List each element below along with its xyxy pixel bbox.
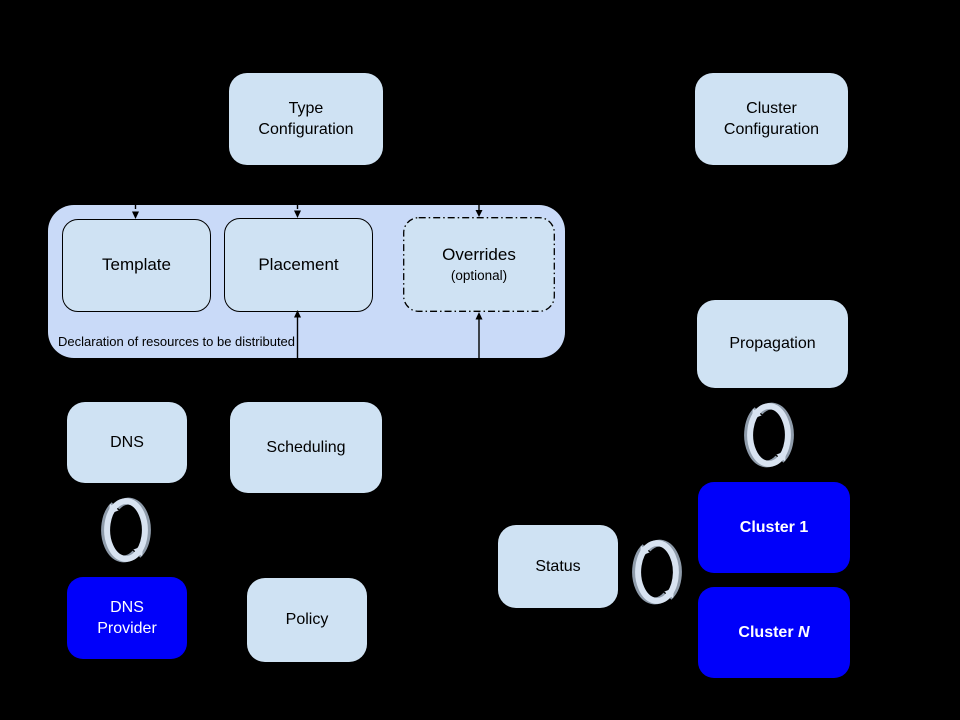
- template-node: Template: [62, 219, 211, 312]
- sync-icon: [744, 402, 794, 468]
- sync-icon: [101, 497, 151, 563]
- propagation-label: Propagation: [729, 335, 816, 353]
- status-label: Status: [535, 557, 581, 575]
- scheduling-label: Scheduling: [266, 438, 346, 456]
- overrides-sublabel: (optional): [450, 268, 508, 284]
- type-configuration-node: Type Configuration: [229, 73, 383, 165]
- cluster-n-variable: N: [798, 623, 810, 641]
- cluster-n-label: Cluster N: [738, 622, 809, 643]
- cluster-n-node: Cluster N: [698, 587, 850, 678]
- placement-node: Placement: [224, 218, 373, 312]
- placement-label: Placement: [258, 254, 339, 274]
- cluster-1-node: Cluster 1: [698, 482, 850, 573]
- overrides-label: Overrides: [442, 245, 516, 265]
- cluster-1-label: Cluster 1: [739, 518, 809, 536]
- resource-declaration-group: Template Placement Overrides (optional) …: [48, 205, 565, 358]
- status-node: Status: [498, 525, 618, 608]
- policy-label: Policy: [285, 611, 329, 629]
- scheduling-node: Scheduling: [230, 402, 382, 493]
- cluster-n-prefix: Cluster: [738, 623, 798, 641]
- sync-icon: [632, 539, 682, 605]
- type-configuration-label: Type Configuration: [258, 99, 354, 138]
- dns-provider-label: DNS Provider: [97, 598, 157, 637]
- overrides-node: Overrides (optional): [403, 217, 555, 312]
- cluster-configuration-label: Cluster Configuration: [723, 99, 820, 138]
- dns-provider-node: DNS Provider: [67, 577, 187, 659]
- policy-node: Policy: [247, 578, 367, 662]
- dns-label: DNS: [110, 433, 144, 451]
- template-label: Template: [102, 255, 171, 275]
- cluster-configuration-node: Cluster Configuration: [695, 73, 848, 165]
- declaration-caption: Declaration of resources to be distribut…: [58, 334, 296, 349]
- dns-node: DNS: [67, 402, 187, 483]
- propagation-node: Propagation: [697, 300, 848, 388]
